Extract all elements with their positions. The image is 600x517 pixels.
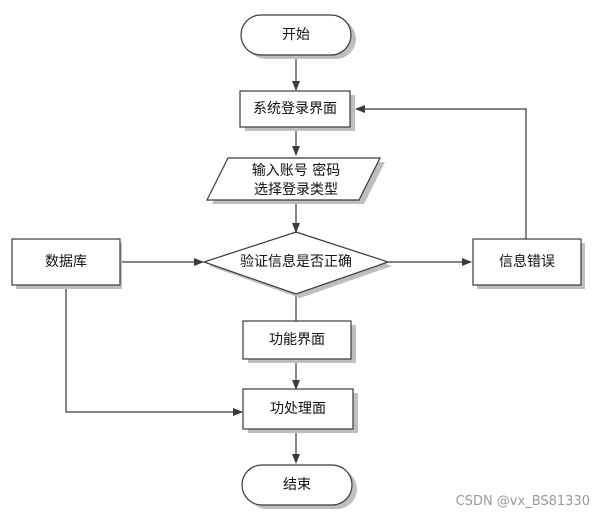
error-label: 信息错误	[499, 253, 555, 270]
login-page-node: 系统登录界面	[239, 90, 355, 131]
database-label: 数据库	[45, 254, 87, 270]
input-label-line1: 输入账号 密码	[252, 162, 340, 179]
edges	[65, 58, 527, 464]
start-label: 开始	[282, 27, 310, 43]
login-page-label: 系统登录界面	[253, 101, 337, 117]
function-page-label: 功能界面	[269, 332, 325, 348]
error-node: 信息错误	[472, 238, 585, 289]
end-node: 结束	[241, 464, 357, 509]
input-node: 输入账号 密码 选择登录类型	[206, 157, 385, 204]
verify-node: 验证信息是否正确	[202, 231, 392, 298]
edge-database-to-process	[65, 285, 243, 416]
process-page-label: 功处理面	[270, 401, 326, 417]
verify-label: 验证信息是否正确	[240, 253, 352, 270]
database-node: 数据库	[11, 238, 122, 289]
process-page-node: 功处理面	[242, 388, 358, 433]
end-label: 结束	[283, 477, 311, 493]
start-node: 开始	[240, 14, 356, 59]
watermark: CSDN @vx_BS81330	[455, 494, 590, 509]
function-page-node: 功能界面	[242, 320, 356, 363]
input-label-line2: 选择登录类型	[254, 182, 338, 198]
edge-error-to-login	[355, 105, 527, 239]
